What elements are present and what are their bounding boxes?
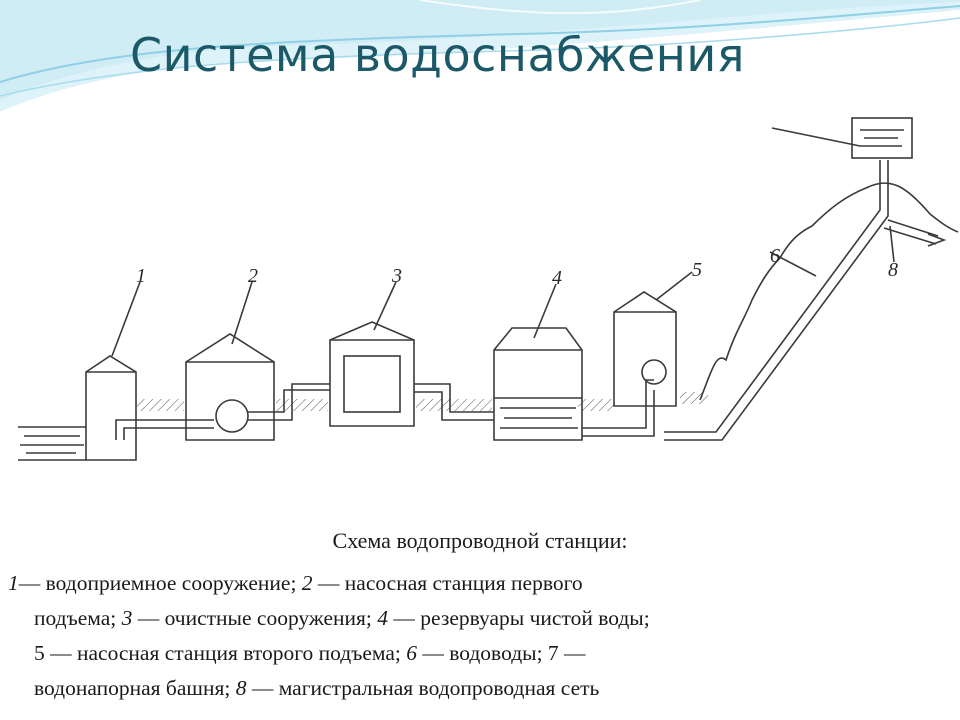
legend-number: 3 <box>121 606 133 630</box>
legend-number: 4 <box>377 606 389 630</box>
caption-line: водонапорная башня; 8 — магистральная во… <box>8 671 953 706</box>
legend-number: 8 <box>235 676 247 700</box>
legend-text: — очистные сооружения; <box>132 606 378 630</box>
legend-text: — насосная станция первого <box>312 571 583 595</box>
source-water-body <box>18 426 86 461</box>
legend-text: — резервуары чистой воды; <box>388 606 650 630</box>
caption-legend: 1— водоприемное сооружение; 2 — насосная… <box>8 566 953 706</box>
caption-title: Схема водопроводной станции: <box>332 528 628 553</box>
label-3: 3 <box>391 265 402 287</box>
legend-text: — магистральная водопроводная сеть <box>246 676 600 700</box>
caption-line: подъема; 3 — очистные сооружения; 4 — ре… <box>8 601 953 636</box>
header-waves <box>0 0 960 112</box>
water-conduit <box>664 160 881 433</box>
label-8: 8 <box>888 259 898 281</box>
treatment-facilities <box>329 321 415 427</box>
legend-text: подъема; <box>34 606 122 630</box>
slide-title: Система водоснабжения <box>130 28 745 82</box>
legend-text: 5 — насосная станция второго подъема; <box>34 641 407 665</box>
legend-text: — водоводы; 7 — <box>416 641 586 665</box>
distribution-network <box>883 219 947 247</box>
water-station-diagram: 1 2 3 4 5 6 8 <box>18 117 959 461</box>
hill-slope <box>699 182 959 401</box>
intake-structure <box>85 355 137 461</box>
clean-water-reservoir <box>493 327 583 441</box>
label-2: 2 <box>248 265 258 287</box>
legend-text: водонапорная башня; <box>34 676 236 700</box>
pump-station-second-lift <box>613 291 677 407</box>
legend-text: — водоприемное сооружение; <box>18 571 302 595</box>
caption-line: 5 — насосная станция второго подъема; 6 … <box>8 636 953 671</box>
label-6: 6 <box>770 245 780 267</box>
label-4: 4 <box>552 267 562 289</box>
water-tower <box>851 117 913 159</box>
caption-line: 1— водоприемное сооружение; 2 — насосная… <box>8 566 953 601</box>
legend-number: 6 <box>406 641 417 665</box>
legend-number: 1 <box>8 571 19 595</box>
label-1: 1 <box>136 265 146 287</box>
legend-number: 2 <box>301 571 313 595</box>
pump-station-first-lift <box>185 333 275 441</box>
label-5: 5 <box>692 259 702 281</box>
